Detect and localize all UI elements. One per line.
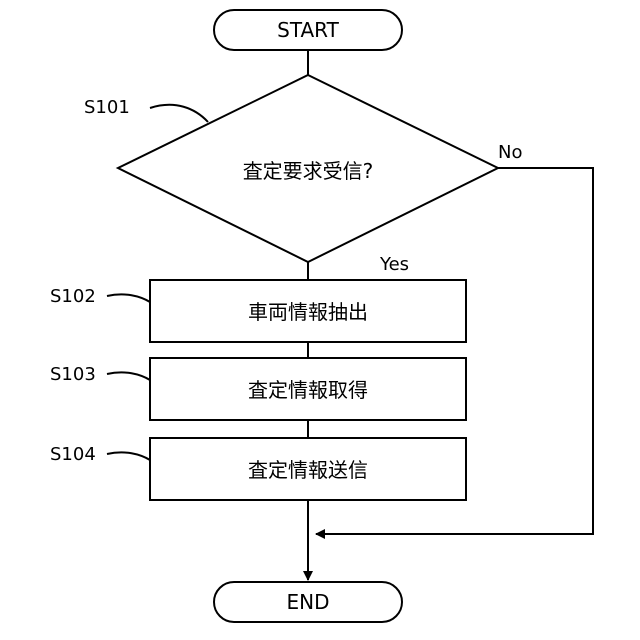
step-label-s101: S101: [84, 97, 130, 118]
step-label-s102: S102: [50, 286, 96, 307]
no-label: No: [498, 142, 522, 163]
decision-text: 査定要求受信?: [243, 159, 374, 183]
process-s103: 査定情報取得: [150, 358, 466, 420]
process-s103-text: 査定情報取得: [248, 378, 368, 402]
start-label: START: [277, 18, 339, 42]
process-s102-text: 車両情報抽出: [248, 300, 368, 324]
step-label-s104: S104: [50, 444, 96, 465]
end-label: END: [287, 590, 330, 614]
process-s102: 車両情報抽出: [150, 280, 466, 342]
step-label-s103: S103: [50, 364, 96, 385]
leader-s103: [107, 372, 150, 380]
decision-s101: 査定要求受信?: [118, 75, 498, 262]
leader-s101: [150, 105, 208, 122]
leader-s102: [107, 294, 150, 302]
process-s104: 査定情報送信: [150, 438, 466, 500]
yes-label: Yes: [379, 254, 409, 275]
process-s104-text: 査定情報送信: [248, 458, 368, 482]
end-terminal: END: [214, 582, 402, 622]
start-terminal: START: [214, 10, 402, 50]
leader-s104: [107, 452, 150, 460]
